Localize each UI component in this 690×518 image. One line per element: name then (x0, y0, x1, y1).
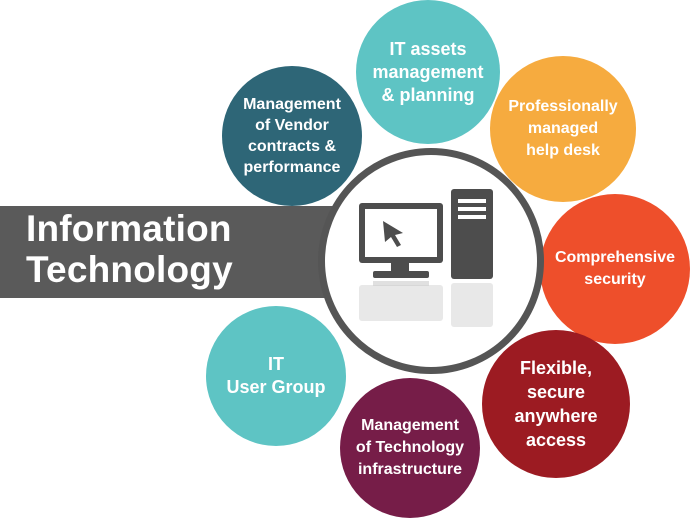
node-label: Flexible, secure anywhere access (514, 358, 598, 450)
node-user-group: IT User Group (206, 306, 346, 446)
node-label: Professionally managed help desk (508, 98, 618, 159)
computer-icon (359, 189, 493, 327)
page-title: Information Technology (26, 208, 233, 290)
node-label: Management of Vendor contracts & perform… (243, 96, 341, 176)
node-it-assets: IT assets management & planning (356, 0, 500, 144)
node-label: IT assets management & planning (372, 38, 484, 105)
node-technology-infrastructure: Management of Technology infrastructure (340, 378, 480, 518)
node-label: Management of Technology infrastructure (355, 417, 465, 478)
node-label: IT User Group (226, 354, 326, 397)
node-vendor-contracts: Management of Vendor contracts & perform… (222, 66, 362, 206)
central-hub (318, 148, 544, 374)
title-banner (0, 206, 340, 298)
node-security: Comprehensive security (540, 194, 690, 344)
node-label: Comprehensive security (554, 249, 676, 288)
node-help-desk: Professionally managed help desk (490, 56, 636, 202)
node-flexible-access: Flexible, secure anywhere access (482, 330, 630, 478)
